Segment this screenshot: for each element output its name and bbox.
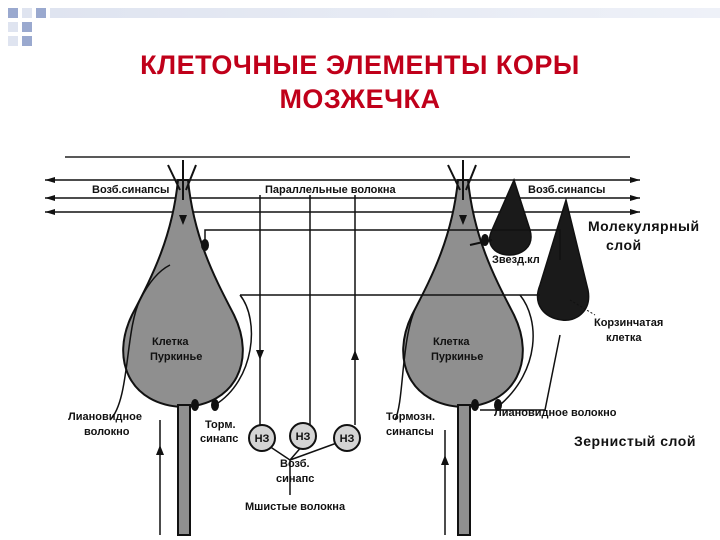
- exc-synapses-left-label: Возб.синапсы: [92, 184, 169, 196]
- parallel-fibers-label: Параллельные волокна: [265, 184, 397, 196]
- decor-square: [8, 22, 18, 32]
- decor-square: [22, 22, 32, 32]
- granule-cell-label: НЗ: [340, 433, 355, 445]
- decor-square: [22, 36, 32, 46]
- purkinje-right-label-2: Пуркинье: [431, 351, 483, 363]
- synapse-dots: [191, 234, 502, 411]
- granule-cell: НЗ: [248, 424, 276, 452]
- molecular-layer-label-2: слой: [606, 237, 642, 253]
- inhib-synapses-label-2: синапсы: [386, 426, 434, 438]
- purkinje-left-label-1: Клетка: [152, 336, 189, 348]
- purkinje-cell-right: [402, 160, 524, 536]
- connecting-fibers: [109, 195, 561, 535]
- direction-arrows: [156, 215, 467, 465]
- purkinje-right-label-1: Клетка: [433, 336, 470, 348]
- stellate-cell-label: Звезд.кл: [492, 254, 540, 266]
- slide-title: КЛЕТОЧНЫЕ ЭЛЕМЕНТЫ КОРЫ МОЗЖЕЧКА: [0, 48, 720, 116]
- granule-cell-label: НЗ: [255, 433, 270, 445]
- basket-cell-label-1: Корзинчатая: [594, 317, 663, 329]
- purkinje-cell-left: [122, 160, 244, 536]
- decor-bar: [50, 8, 720, 18]
- parallel-fibers: [45, 179, 640, 213]
- mossy-fibers-label: Мшистые волокна: [245, 501, 346, 513]
- climbing-fiber-left-label-2: волокно: [84, 426, 130, 438]
- granule-cell: НЗ: [333, 424, 361, 452]
- decor-square: [8, 36, 18, 46]
- purkinje-left-label-2: Пуркинье: [150, 351, 202, 363]
- granule-cell-label: НЗ: [296, 431, 311, 443]
- climbing-fiber-right-label: Лиановидное волокно: [494, 407, 617, 419]
- molecular-layer-label-1: Молекулярный: [588, 218, 700, 234]
- exc-synapses-right-label: Возб.синапсы: [528, 184, 605, 196]
- inhib-synapse-label-1: Торм.: [205, 419, 236, 431]
- decor-square: [8, 8, 18, 18]
- decor-square: [36, 8, 46, 18]
- decor-square: [22, 8, 32, 18]
- climbing-fiber-left-label-1: Лиановидное: [68, 411, 142, 423]
- stellate-cell: [469, 177, 532, 256]
- basket-cell: [536, 197, 590, 321]
- title-line-1: КЛЕТОЧНЫЕ ЭЛЕМЕНТЫ КОРЫ: [140, 50, 580, 80]
- exc-synapse-label-1: Возб.: [280, 458, 310, 470]
- inhib-synapse-label-2: синапс: [200, 433, 238, 445]
- granule-cell: НЗ: [289, 422, 317, 450]
- basket-cell-label-2: клетка: [606, 332, 642, 344]
- basket-cell-leader: [569, 299, 596, 316]
- exc-synapse-label-2: синапс: [276, 473, 314, 485]
- title-line-2: МОЗЖЕЧКА: [279, 84, 441, 114]
- parallel-fiber-arrows: [45, 177, 640, 215]
- inhib-synapses-label-1: Тормозн.: [386, 411, 435, 423]
- granular-layer-label: Зернистый слой: [574, 433, 696, 449]
